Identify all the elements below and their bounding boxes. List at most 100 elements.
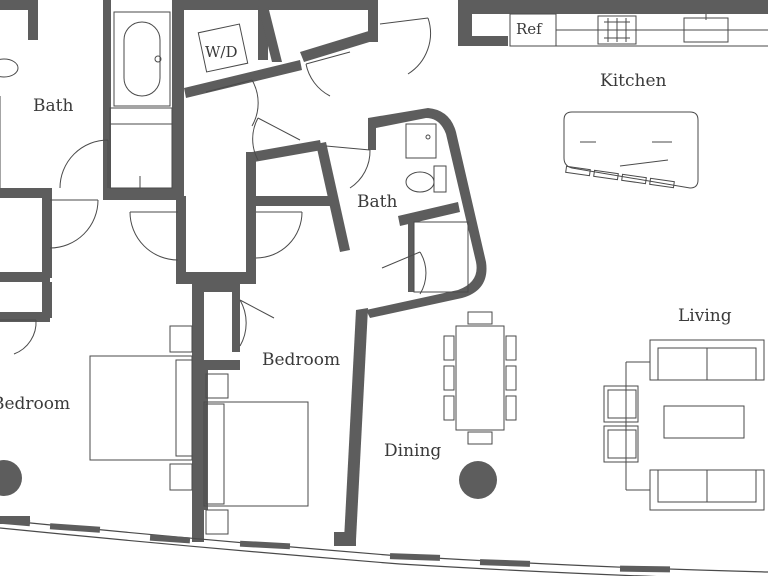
- dining-chair: [505, 335, 517, 361]
- walls: [0, 0, 768, 546]
- door-entry: [379, 17, 432, 75]
- washer-dryer: W/D: [197, 23, 249, 73]
- dining-chair: [467, 431, 493, 445]
- nightstand: [169, 463, 193, 491]
- kitchen-fixtures: [509, 13, 768, 189]
- armchair: [603, 425, 639, 463]
- room-label-bedroom-left: Bedroom: [0, 394, 70, 414]
- wall-tub-left: [103, 0, 111, 190]
- sink-center: [405, 123, 437, 159]
- room-label-dining: Dining: [384, 441, 441, 461]
- door-corridor-a: [129, 211, 179, 261]
- room-label-kitchen: Kitchen: [600, 71, 666, 91]
- wall-ref-left: [458, 0, 472, 46]
- toilet-center: [405, 171, 435, 193]
- wall-corridor-left: [176, 196, 186, 282]
- door-left-closet-b: [0, 319, 37, 355]
- wall-dining: [344, 308, 368, 540]
- column: [0, 460, 22, 496]
- dining-chair: [443, 335, 455, 361]
- wall-top-kitchen: [458, 0, 768, 14]
- wall-corridor-diag: [300, 30, 376, 62]
- living-set: [603, 339, 765, 511]
- bedroom-furniture: [89, 325, 309, 535]
- door-closet-center: [252, 117, 301, 161]
- bathtub-drain-icon: [154, 55, 162, 63]
- toilet-left: [0, 58, 19, 78]
- wall-closet-bar: [316, 142, 350, 252]
- nightstand: [205, 509, 229, 535]
- bed-center: [203, 401, 309, 507]
- dining-chair: [443, 365, 455, 391]
- dining-set: [443, 311, 517, 445]
- kitchen-island: [563, 111, 699, 189]
- nightstand: [169, 325, 193, 353]
- bath-left-fixtures: [0, 11, 173, 189]
- washer-dryer-label: W/D: [205, 43, 238, 61]
- refrigerator-label: Ref: [516, 20, 543, 38]
- wall-bedroom-closet: [246, 196, 256, 282]
- wall-closet-diag: [252, 140, 322, 162]
- wall-bath-bottom: [103, 188, 183, 200]
- door-corridor-top: [305, 51, 351, 97]
- curtain-wall-inner: [0, 527, 657, 576]
- wall-left-closet-b: [0, 272, 50, 282]
- doors: [0, 17, 432, 355]
- wall-corridor-right: [368, 0, 378, 42]
- door-center-bath-inner: [381, 251, 427, 295]
- room-label-bedroom-center: Bedroom: [262, 350, 340, 370]
- room-label-living: Living: [678, 306, 732, 326]
- wall-bedroom-inner: [200, 282, 236, 292]
- stool-4: [649, 177, 675, 189]
- wall-wd-right: [258, 0, 268, 60]
- wall-top-left: [0, 0, 38, 10]
- wall-ref-bottom: [458, 36, 508, 46]
- door-wd: [205, 79, 259, 127]
- door-bedroom-closet: [239, 299, 275, 347]
- shower: [109, 107, 173, 189]
- shower-center: [413, 221, 469, 293]
- wall-wd-bottom: [184, 60, 302, 98]
- wall-closet-left: [246, 152, 256, 204]
- wall-corridor-bottom: [176, 272, 256, 284]
- wall-center-bath: [366, 108, 487, 318]
- door-left-closet: [49, 199, 99, 249]
- bed-left: [89, 355, 193, 461]
- cooktop-icon: [597, 15, 637, 45]
- door-bath-left: [59, 139, 109, 189]
- curtain-wall-outer: [0, 519, 768, 573]
- wall-wd-diag: [258, 6, 282, 62]
- nightstand: [205, 373, 229, 399]
- room-label-bath-center: Bath: [357, 192, 397, 212]
- dining-table: [455, 325, 505, 431]
- wall-dining-foot: [334, 532, 356, 546]
- wall-left-closet: [42, 188, 52, 278]
- bath-center-fixtures: [405, 123, 469, 293]
- door-corridor-b: [255, 211, 303, 259]
- wall-left-closet-d: [42, 282, 52, 318]
- wall-left-hall: [0, 188, 50, 198]
- toilet-tank: [433, 165, 447, 193]
- wall-center-bath-inner: [398, 202, 460, 226]
- wall-left-closet-c: [0, 312, 50, 322]
- wall-top-mid: [172, 0, 377, 10]
- stool-2: [593, 169, 619, 181]
- curtain-mullions: [0, 517, 671, 573]
- stool-1: [565, 165, 591, 177]
- washer-dryer-box: [197, 23, 249, 73]
- door-center-bath: [325, 145, 371, 189]
- coffee-table: [663, 405, 745, 439]
- stool-3: [621, 173, 647, 185]
- dining-chair: [467, 311, 493, 325]
- wall-closet-top: [246, 196, 330, 206]
- column: [459, 461, 497, 499]
- dining-chair: [443, 395, 455, 421]
- wall-bedroom-closet-r: [232, 282, 240, 352]
- bathtub-basin: [123, 21, 161, 97]
- armchair: [603, 385, 639, 423]
- wall-bath-right: [172, 0, 184, 200]
- wall-bedroom-closet-b: [200, 360, 240, 370]
- dining-chair: [505, 365, 517, 391]
- dining-chair: [505, 395, 517, 421]
